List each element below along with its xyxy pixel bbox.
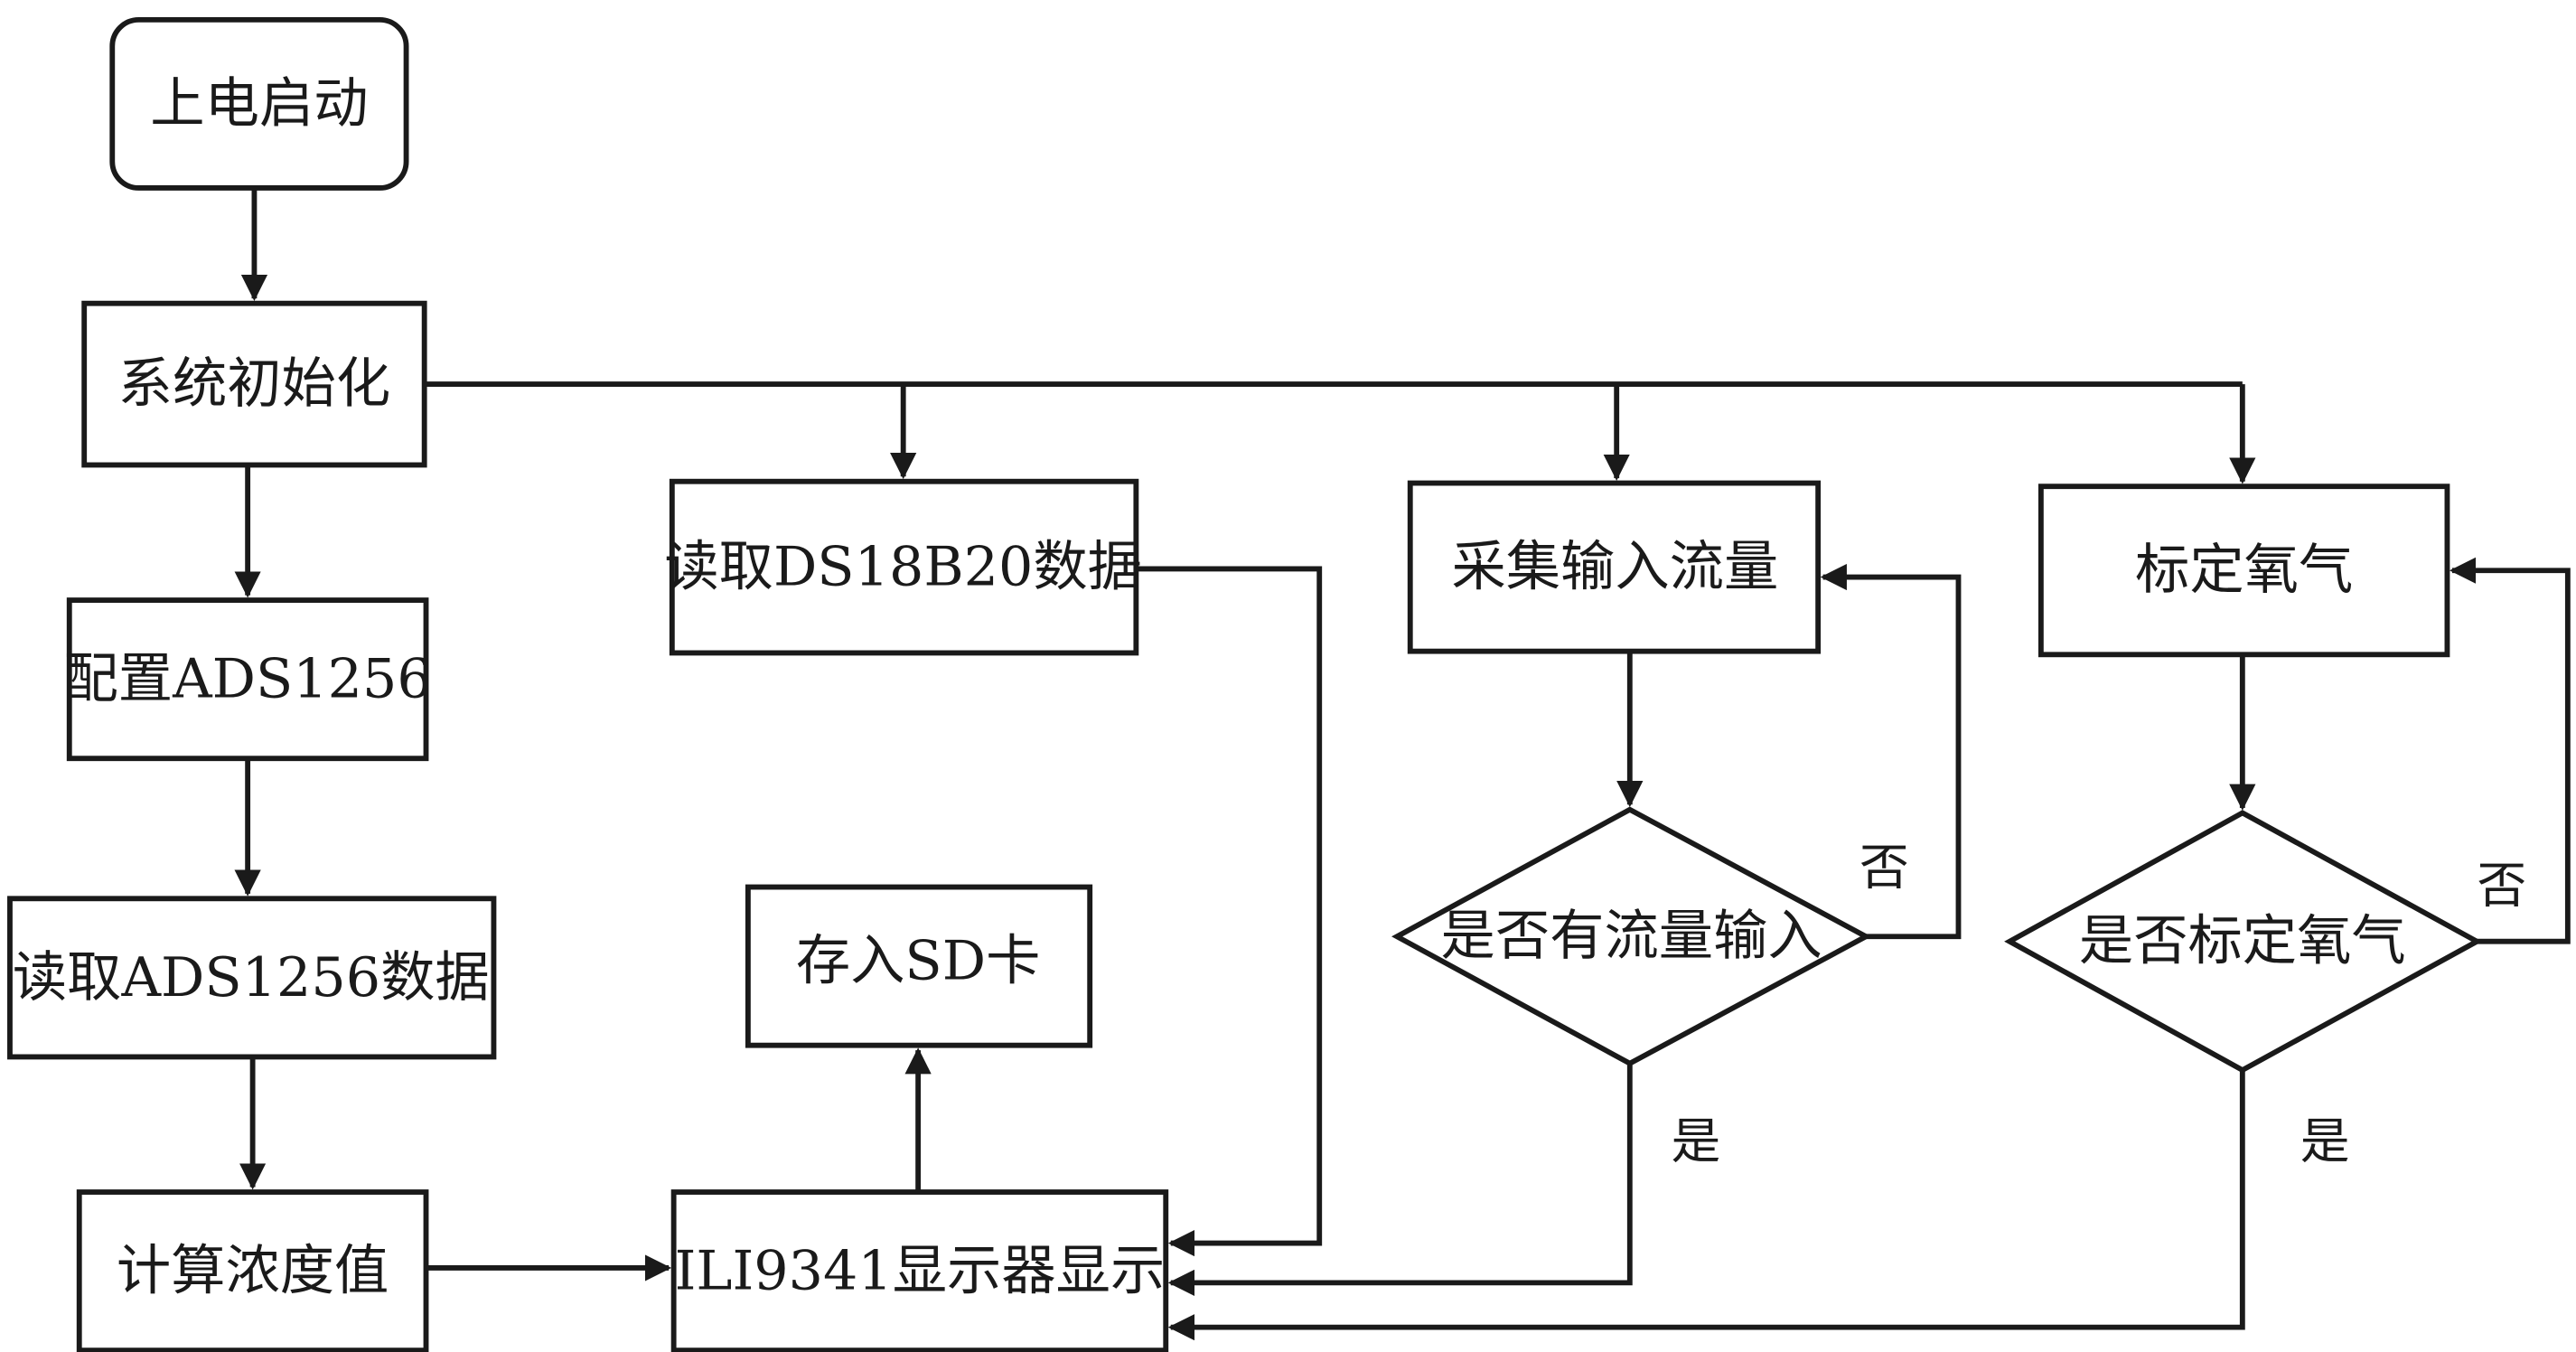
edge-calib-yes-to-display	[1167, 1070, 2245, 1341]
node-save-sd: 存入SD卡	[745, 884, 1093, 1048]
node-calib-decision: 是否标定氧气	[2004, 810, 2483, 1074]
node-calc-concentration-label: 计算浓度值	[117, 1240, 389, 1303]
node-collect-flow-label: 采集输入流量	[1451, 536, 1778, 599]
edge-flow-no-loop	[1820, 563, 1962, 940]
node-read-ads1256: 读取ADS1256数据	[7, 896, 497, 1060]
node-system-init-label: 系统初始化	[118, 352, 391, 416]
edge-label-calib-no: 否	[2477, 857, 2526, 915]
node-read-ads1256-label: 读取ADS1256数据	[13, 946, 490, 1009]
edge-ds18b20-to-display	[1136, 566, 1323, 1257]
node-read-ds18b20-label: 读取DS18B20数据	[664, 536, 1142, 599]
edge-calib-no-loop	[2450, 557, 2571, 944]
node-collect-flow: 采集输入流量	[1407, 480, 1822, 654]
node-flow-decision-label: 是否有流量输入	[1441, 905, 1822, 968]
node-calib-oxygen: 标定氧气	[2037, 484, 2450, 658]
node-power-on: 上电启动	[109, 16, 409, 191]
node-config-ads1256-label: 配置ADS1256	[63, 648, 431, 711]
node-calib-decision-label: 是否标定氧气	[2079, 910, 2406, 973]
node-calc-concentration: 计算浓度值	[76, 1189, 429, 1352]
node-power-on-label: 上电启动	[150, 72, 368, 136]
node-flow-decision: 是否有流量输入	[1391, 806, 1872, 1067]
node-system-init: 系统初始化	[81, 300, 427, 468]
node-read-ds18b20: 读取DS18B20数据	[664, 478, 1142, 656]
node-display-label: ILI9341显示器显示	[675, 1240, 1166, 1303]
edge-flow-yes-to-display	[1167, 1063, 1633, 1296]
edge-label-flow-no: 否	[1859, 839, 1909, 897]
node-save-sd-label: 存入SD卡	[796, 930, 1041, 993]
node-calib-oxygen-label: 标定氧气	[2135, 539, 2353, 602]
edge-label-flow-yes: 是	[1671, 1113, 1720, 1170]
node-config-ads1256: 配置ADS1256	[63, 597, 432, 762]
node-display: ILI9341显示器显示	[670, 1189, 1169, 1352]
edge-label-calib-yes: 是	[2300, 1113, 2350, 1170]
